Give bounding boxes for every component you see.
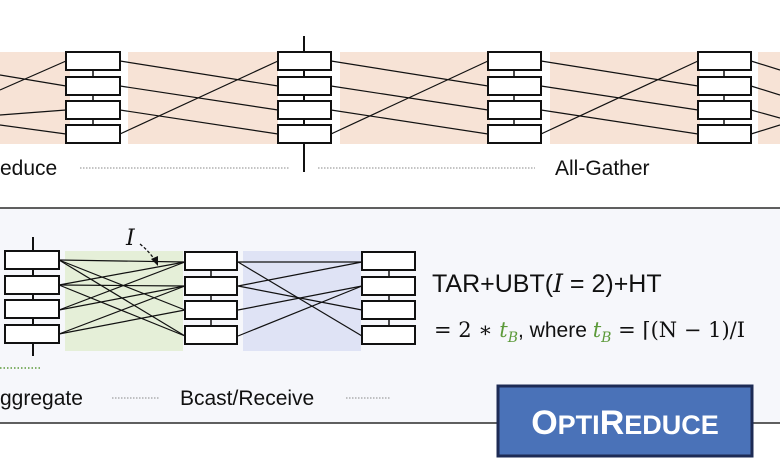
- node-box: [487, 76, 542, 96]
- top-crossings-2: [330, 60, 489, 135]
- top-band-5: [758, 52, 780, 144]
- node-box: [697, 51, 752, 71]
- node-box: [184, 251, 238, 271]
- formula-l1-eq: = 2)+HT: [563, 270, 662, 298]
- bottom-node-column-3: [361, 251, 416, 345]
- badge-educe: EDUCE: [624, 410, 719, 440]
- formula-l2-tb-sub: B: [507, 330, 518, 346]
- formula-l2-where: , where: [518, 319, 593, 342]
- node-box: [184, 276, 238, 296]
- node-box: [697, 124, 752, 144]
- formula-l2-tb2: t: [593, 318, 602, 342]
- formula-l2-tb: t: [499, 318, 508, 342]
- node-box: [277, 100, 332, 120]
- node-box: [361, 300, 416, 320]
- top-band-1: [0, 52, 70, 144]
- node-box: [487, 51, 542, 71]
- badge-r: R: [600, 404, 625, 442]
- node-box: [277, 51, 332, 71]
- top-label-all-gather: All-Gather: [555, 157, 650, 180]
- formula-l2-tb2-sub: B: [600, 330, 611, 346]
- node-box: [487, 100, 542, 120]
- node-box: [4, 324, 60, 344]
- bottom-node-column-1: [4, 250, 60, 344]
- badge-pti: PTI: [558, 410, 600, 440]
- node-box: [4, 250, 60, 270]
- formula-l2-eq: = 2 ∗: [434, 318, 499, 342]
- bottom-crossings-green: [58, 259, 186, 337]
- badge-background: [496, 384, 754, 458]
- top-band-3: [340, 52, 490, 144]
- formula-l2-tail: = ⌈(N − 1)/I: [611, 318, 745, 342]
- top-label-reduce: educe: [0, 157, 57, 180]
- top-crossings-1: [119, 60, 279, 135]
- formula-l1-var: I: [552, 269, 564, 298]
- top-panel: educe All-Gather: [0, 36, 780, 180]
- node-box: [361, 325, 416, 345]
- top-node-column-3: [487, 51, 542, 144]
- node-box: [697, 100, 752, 120]
- badge-o: O: [531, 404, 557, 442]
- bottom-node-column-2: [184, 251, 238, 345]
- formula-line-1: TAR+UBT(I = 2)+HT: [432, 269, 662, 298]
- top-node-column-4: [697, 51, 752, 144]
- node-box: [277, 124, 332, 144]
- top-crossings-3: [540, 60, 699, 135]
- node-box: [487, 124, 542, 144]
- bottom-label-aggregate: ggregate: [0, 387, 83, 410]
- node-box: [65, 51, 121, 71]
- bottom-band-blue: [243, 251, 361, 351]
- top-crossings-4: [750, 60, 780, 135]
- node-box: [361, 251, 416, 271]
- node-box: [4, 299, 60, 319]
- node-box: [65, 76, 121, 96]
- node-box: [65, 100, 121, 120]
- i-marker-label: I: [125, 226, 136, 251]
- bottom-label-bcast-receive: Bcast/Receive: [180, 387, 314, 410]
- top-band-4: [550, 52, 700, 144]
- formula-l1-prefix: TAR+UBT(: [432, 270, 554, 298]
- top-node-column-2: [277, 51, 332, 144]
- node-box: [184, 300, 238, 320]
- node-box: [697, 76, 752, 96]
- node-box: [277, 76, 332, 96]
- optireduce-badge: OPTIREDUCE: [496, 384, 754, 458]
- node-box: [4, 275, 60, 295]
- node-box: [184, 325, 238, 345]
- top-node-column-1: [65, 51, 121, 144]
- node-box: [65, 124, 121, 144]
- bottom-crossings-blue: [237, 261, 363, 337]
- badge-text: OPTIREDUCE: [531, 404, 719, 442]
- top-band-2: [128, 52, 278, 144]
- i-marker-arrowhead: [151, 256, 158, 266]
- node-box: [361, 276, 416, 296]
- top-crossings-0: [0, 60, 67, 135]
- formula-line-2: = 2 ∗ tB, where tB = ⌈(N − 1)/I: [434, 318, 745, 346]
